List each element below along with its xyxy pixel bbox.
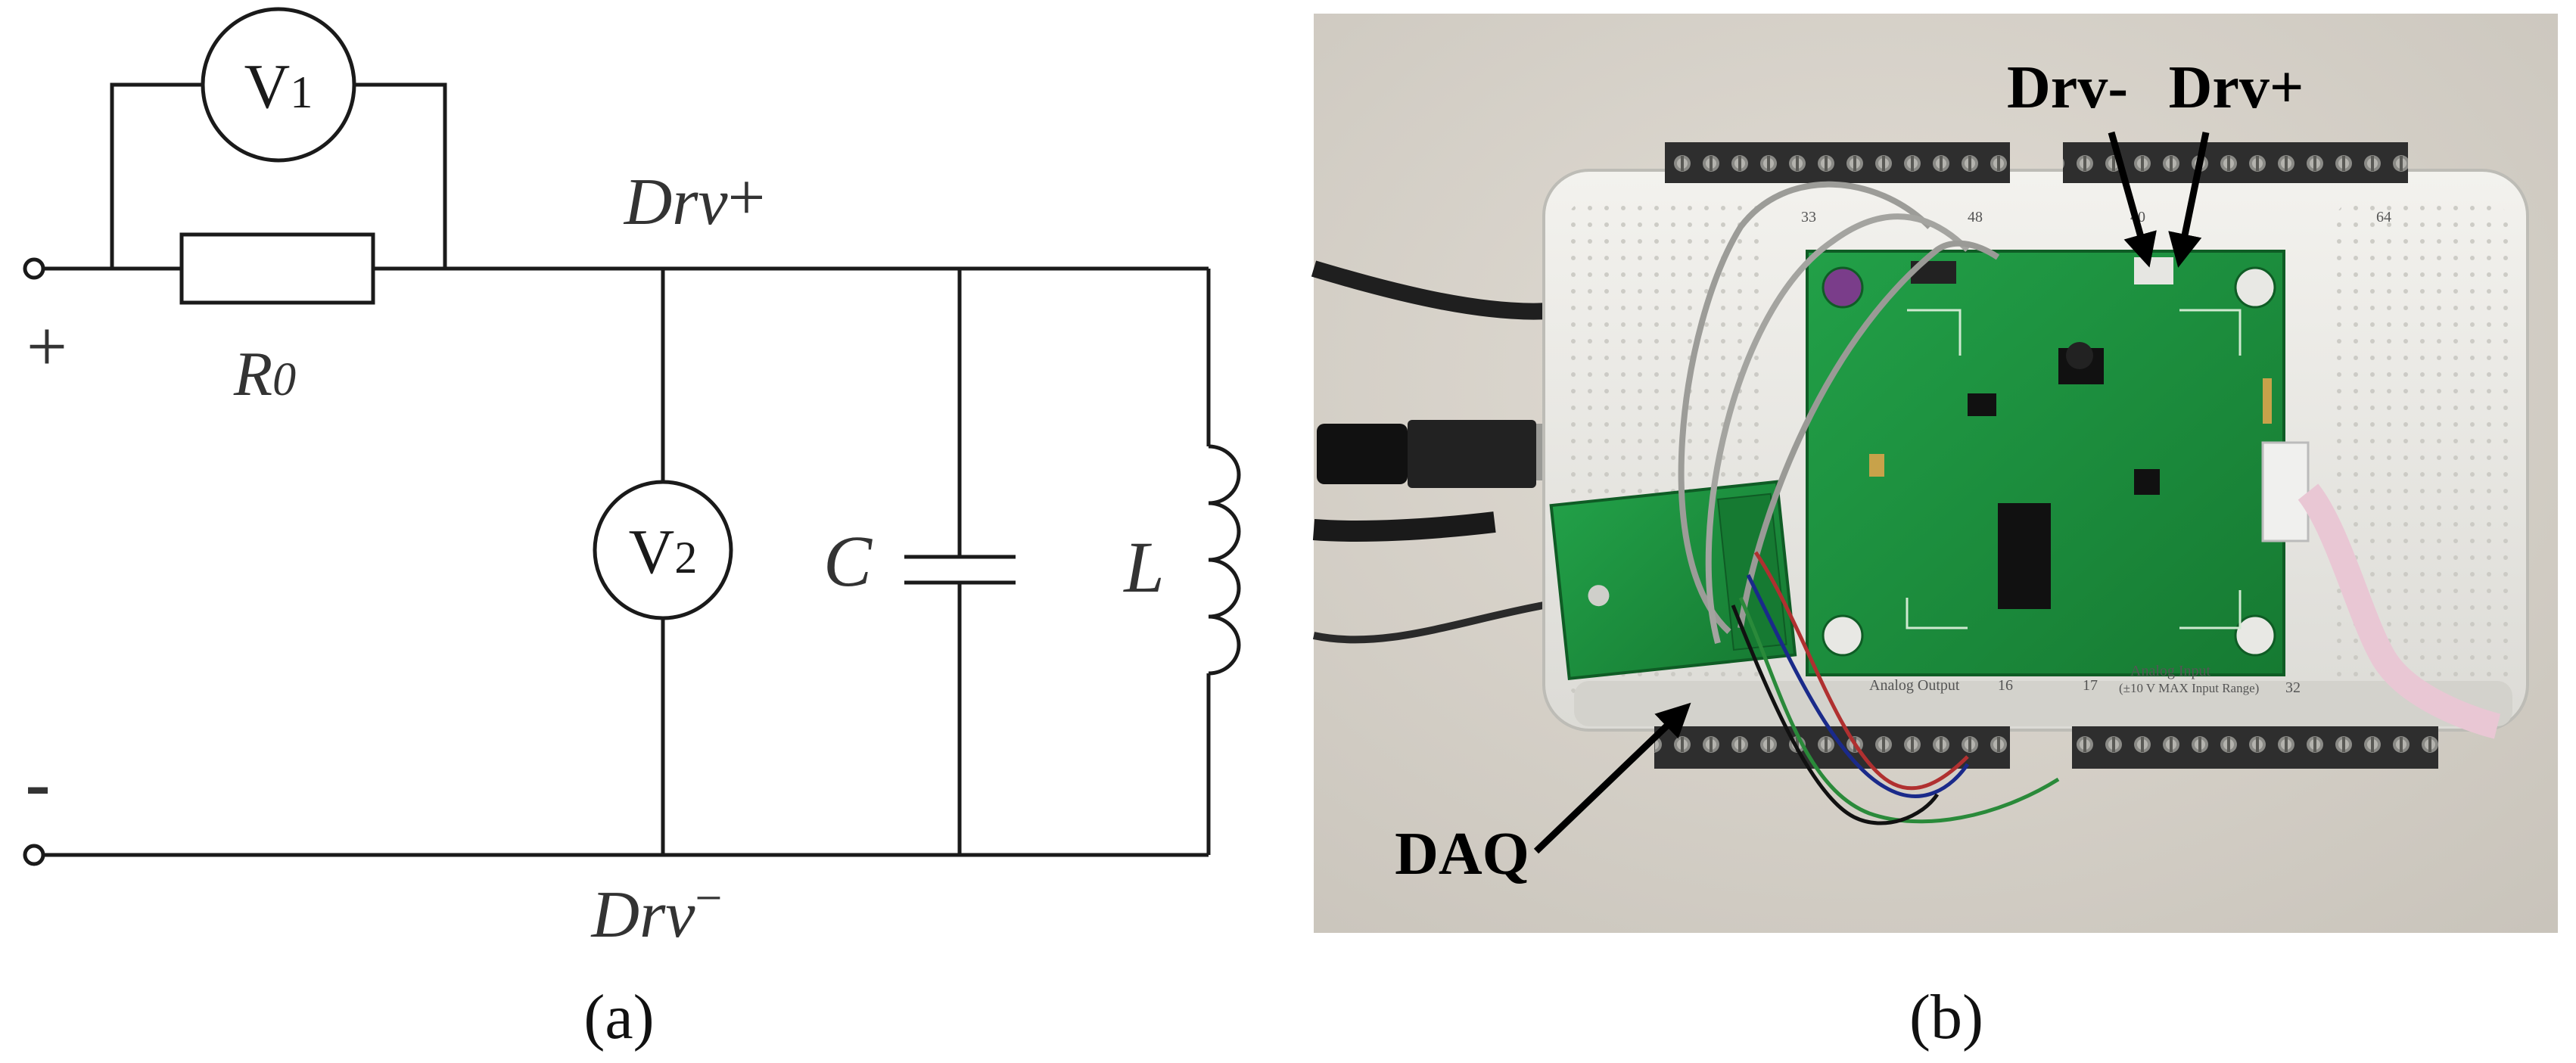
terminal-block-top-left xyxy=(1665,142,2010,183)
hardware-photo: 33 48 40 64 Analog Output 16 17 Analog I… xyxy=(1311,14,2558,933)
voltmeter-v1 xyxy=(201,7,356,163)
black-cable xyxy=(1311,260,1560,320)
minus-label: - xyxy=(25,741,50,825)
extra-wires xyxy=(1312,601,1545,644)
board-num-16: 16 xyxy=(1998,677,2013,694)
callout-drv-minus: Drv- xyxy=(2007,54,2128,121)
arrow-daq xyxy=(1533,702,1691,854)
terminal-block-bottom-right xyxy=(2072,726,2438,769)
board-num-32: 32 xyxy=(2285,679,2301,696)
callout-daq: DAQ xyxy=(1395,821,1529,887)
panel-b-caption: (b) xyxy=(1909,982,1983,1052)
v2-label: V2 xyxy=(629,517,698,587)
ribbon-cable xyxy=(2298,483,2501,739)
plus-label: + xyxy=(26,306,67,387)
panel-a-caption: (a) xyxy=(583,982,654,1052)
usb-plug xyxy=(1317,424,1408,484)
minus-terminal xyxy=(23,844,45,866)
capacitor-label: C xyxy=(823,521,873,601)
board-num-64: 64 xyxy=(2376,209,2391,225)
circuit-diagram xyxy=(23,7,1241,866)
ribbon-connector xyxy=(2261,441,2310,542)
board-num-48: 48 xyxy=(1968,209,1983,225)
arrow-drv-plus xyxy=(2168,132,2210,268)
board-num-33: 33 xyxy=(1801,209,1816,225)
r0-label: R0 xyxy=(233,339,296,409)
board-num-17: 17 xyxy=(2083,677,2098,694)
coax-cables xyxy=(1678,181,1932,634)
plus-terminal xyxy=(23,257,45,280)
jumper-wires xyxy=(1753,551,1969,791)
v1-label: V1 xyxy=(244,51,313,122)
inductor-label: L xyxy=(1122,527,1164,608)
resistor-r0 xyxy=(179,232,375,305)
voltmeter-v2 xyxy=(593,480,733,620)
v1-wires xyxy=(110,82,203,269)
callout-drv-plus: Drv+ xyxy=(2169,54,2304,121)
board-analog-input: Analog Input xyxy=(2130,663,2211,679)
arrow-drv-minus xyxy=(2108,131,2157,268)
drv-minus-label: Drv− xyxy=(591,871,723,952)
board-analog-output: Analog Output xyxy=(1869,677,1960,694)
inductor-coil xyxy=(1208,444,1241,676)
usb-cable xyxy=(1312,511,1496,542)
drv-plus-label: Drv+ xyxy=(624,161,766,239)
circuit-labels: + - V1 V2 R0 C L Drv+ Drv− (a) xyxy=(25,51,1164,1052)
board-input-range: (±10 V MAX Input Range) xyxy=(2119,681,2259,695)
